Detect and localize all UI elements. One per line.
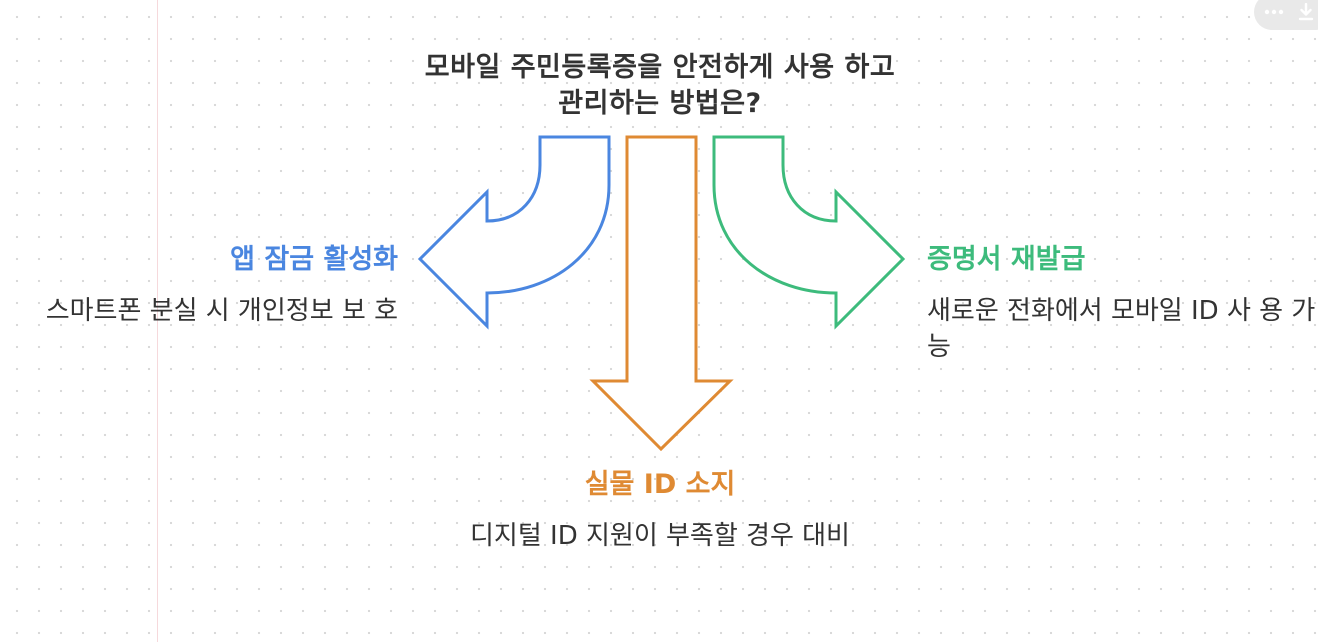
arrow-left (417, 135, 611, 330)
branch-desc-physical-id: 디지털 ID 지원이 부족할 경우 대비 (470, 521, 850, 551)
diagram-title: 모바일 주민등록증을 안전하게 사용 하고 관리하는 방법은? (424, 52, 896, 119)
arrow-down (589, 135, 734, 452)
branch-desc-reissue: 새로운 전화에서 모바일 ID 사 용 가능 (927, 296, 1316, 362)
branch-title-app-lock: 앱 잠금 활성화 (230, 244, 398, 275)
branch-title-reissue: 증명서 재발급 (927, 244, 1086, 275)
branch-title-physical-id: 실물 ID 소지 (584, 469, 736, 500)
arrow-right (712, 135, 906, 330)
guide-line (157, 0, 158, 642)
branch-desc-app-lock: 스마트폰 분실 시 개인정보 보 호 (45, 296, 398, 326)
more-icon[interactable] (1264, 9, 1284, 15)
download-icon[interactable] (1298, 3, 1314, 21)
toolbar (1254, 0, 1318, 30)
